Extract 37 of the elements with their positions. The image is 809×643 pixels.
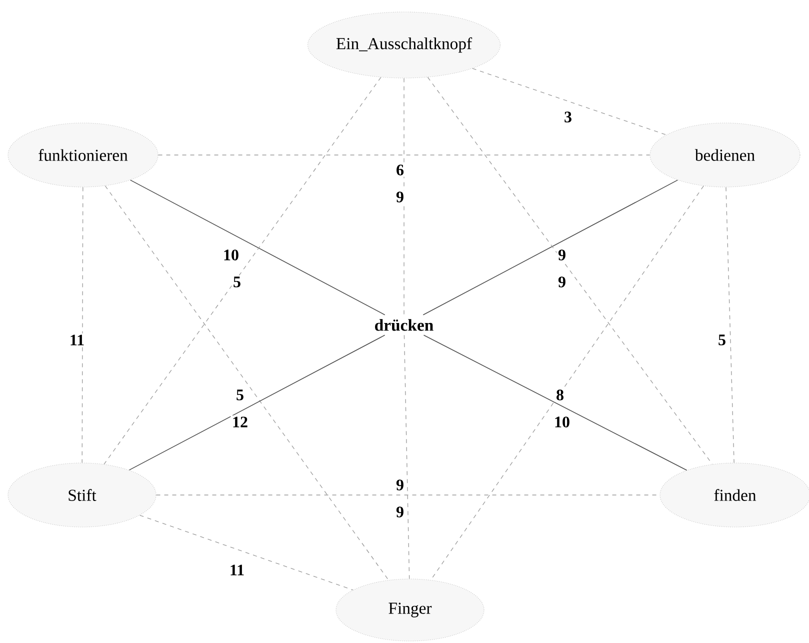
ellipse-node: bedienen	[650, 122, 800, 188]
ellipse-node: funktionieren	[8, 122, 158, 188]
edge-line	[128, 334, 386, 470]
edge-label: 9	[556, 248, 568, 262]
edge-label: 5	[232, 275, 242, 289]
edge-line	[427, 76, 713, 465]
edge-line	[472, 68, 667, 136]
edge-label: 6	[394, 163, 406, 177]
edge-label: 11	[68, 333, 86, 347]
edge-label: 9	[394, 505, 406, 519]
edge-line	[158, 154, 650, 156]
edge-line	[430, 186, 704, 580]
ellipse-node: Finger	[336, 578, 484, 642]
edge-label: 3	[562, 110, 574, 124]
edge-line	[104, 76, 382, 465]
edge-line	[726, 186, 734, 464]
edge-line	[139, 514, 354, 590]
edge-line	[422, 180, 678, 316]
ellipse-node: Stift	[8, 462, 156, 528]
edge-label: 5	[234, 388, 246, 402]
edge-label: 9	[556, 275, 568, 289]
node-label: drücken	[375, 319, 434, 331]
edge-label: 9	[394, 190, 406, 204]
edge-label: 9	[394, 478, 406, 492]
edge-line	[82, 186, 84, 464]
edge-line	[423, 334, 688, 471]
edge-label: 5	[716, 333, 728, 347]
edge-line	[404, 334, 410, 580]
edge-label: 11	[228, 563, 246, 577]
edge-line	[130, 180, 386, 316]
edge-label: 10	[222, 248, 240, 262]
edge-line	[104, 186, 389, 580]
edge-label: 12	[230, 415, 250, 429]
edge-label: 8	[554, 388, 566, 402]
edge-label: 10	[552, 415, 572, 429]
ellipse-node: finden	[660, 462, 809, 528]
ellipse-node: Ein_Ausschaltknopf	[308, 12, 500, 78]
